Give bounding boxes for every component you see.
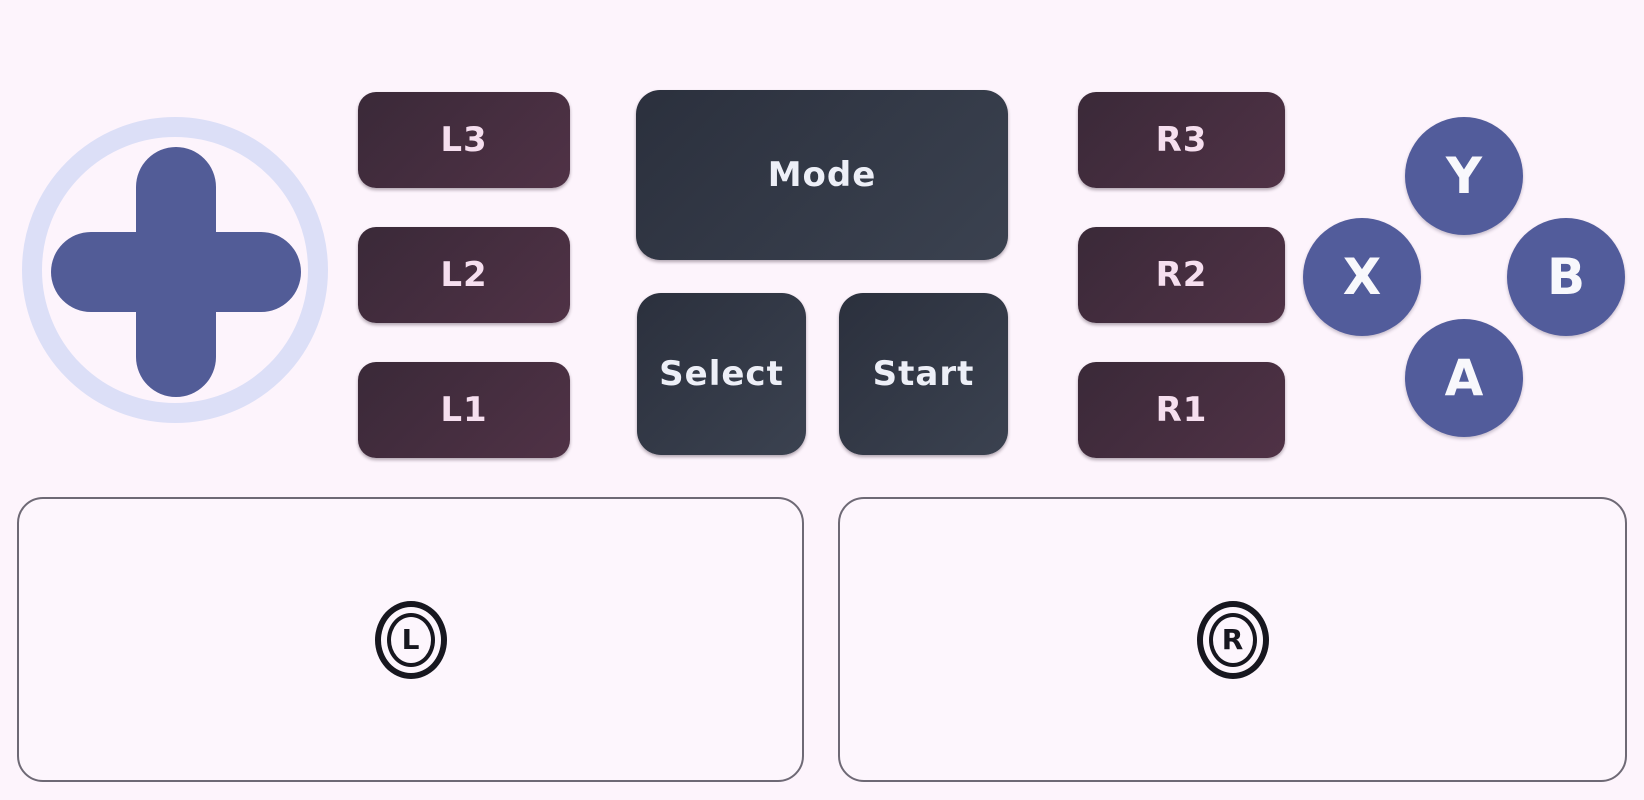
right-stick-label: R: [1208, 612, 1257, 667]
button-r1[interactable]: R1: [1078, 362, 1285, 458]
left-stick-area[interactable]: L: [17, 497, 804, 782]
button-r3[interactable]: R3: [1078, 92, 1285, 188]
button-l3[interactable]: L3: [358, 92, 570, 188]
button-start[interactable]: Start: [839, 293, 1008, 455]
dpad-vertical-arm-icon[interactable]: [136, 147, 216, 397]
left-stick-label: L: [386, 612, 435, 667]
button-b[interactable]: B: [1507, 218, 1625, 336]
right-stick-icon: R: [1196, 600, 1269, 679]
right-stick-area[interactable]: R: [838, 497, 1627, 782]
button-select[interactable]: Select: [637, 293, 806, 455]
button-l2[interactable]: L2: [358, 227, 570, 323]
button-a[interactable]: A: [1405, 319, 1523, 437]
button-l1[interactable]: L1: [358, 362, 570, 458]
button-x[interactable]: X: [1303, 218, 1421, 336]
button-mode[interactable]: Mode: [636, 90, 1008, 260]
left-stick-icon: L: [374, 600, 447, 679]
button-y[interactable]: Y: [1405, 117, 1523, 235]
button-r2[interactable]: R2: [1078, 227, 1285, 323]
